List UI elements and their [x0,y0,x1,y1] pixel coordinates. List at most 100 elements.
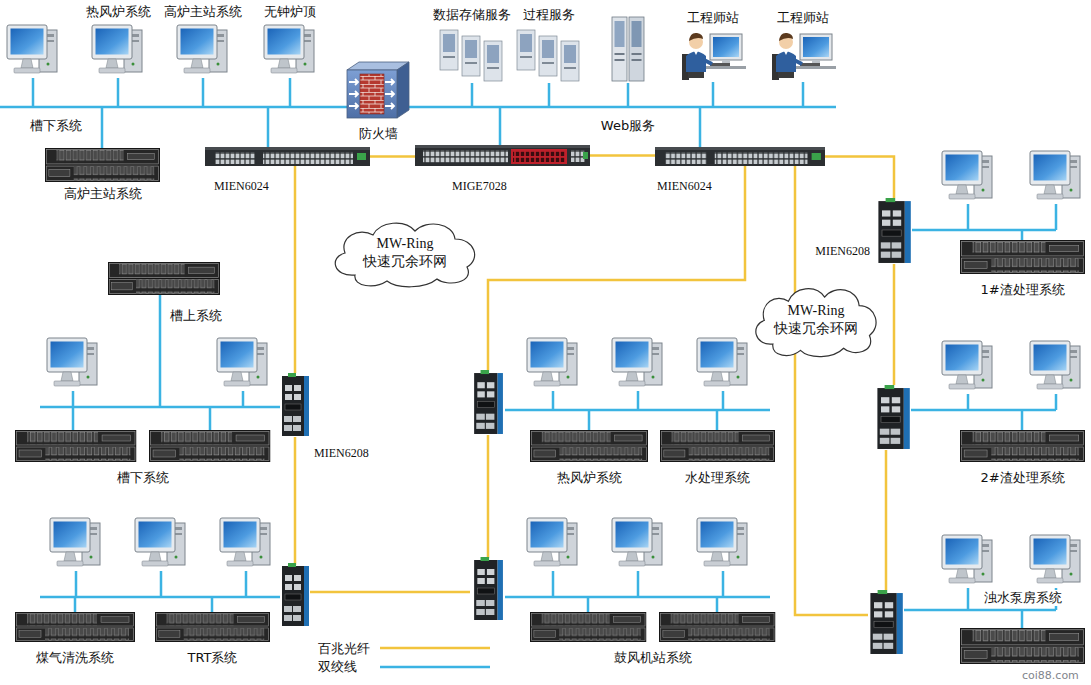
computer-icon [697,338,747,386]
device-label: 热风炉系统 [555,470,624,486]
device-icon [660,430,775,462]
device-shape [655,147,825,166]
device-icon [438,28,506,83]
switch-icon [282,563,309,626]
device-icon [876,198,912,264]
cloud-outline [325,215,485,290]
device-icon [45,148,160,182]
fiber-link [590,154,655,157]
device-shape [960,240,1085,274]
device-icon [960,240,1085,274]
device-label: MIEN6024 [655,178,714,194]
device-shape [92,25,142,73]
bus-line [912,204,1056,240]
legend-sample-line [380,647,490,650]
engineer-station-node: 工程师站 [770,30,836,82]
fiber-link [370,155,415,158]
device-shape [660,430,775,462]
cloud-outline [747,280,885,360]
workstation-node: 高炉主站系统 [175,22,231,78]
bus-line [911,394,1056,430]
computer-icon [7,25,57,73]
twisted-pair-lines [0,78,1056,667]
device-label: 防火墙 [357,126,400,142]
bus-line [40,295,280,430]
ring-cloud: MW-Ring 快速冗余环网 [747,280,885,360]
bus-line [505,571,770,612]
device-shape [347,62,409,118]
watermark: coi88.com [1022,668,1079,684]
cloud-shape [335,223,474,287]
device-shape [205,147,370,166]
server-rack-node: 鼓风机站系统 [530,612,775,642]
fiber-link [825,157,894,199]
switch-node: MIGE7028 [415,145,590,166]
device-shape [659,612,776,642]
ring-cloud: MW-Ring 快速冗余环网 [325,215,485,290]
device-label: 煤气清洗系统 [34,650,116,666]
bus-label: 槽下系统 [30,118,82,134]
computer-icon [942,535,992,583]
server-rack-node: 煤气清洗系统 [15,612,135,642]
computer-icon [942,341,992,389]
device-shape [15,612,135,642]
device-label: MIEN6024 [212,178,271,194]
device-icon [770,30,836,82]
device-label: 无钟炉顶 [262,4,318,20]
device-label: 过程服务 [521,7,577,23]
device-label: 2#渣处理系统 [978,470,1066,486]
legend-label: 双绞线 [318,659,357,675]
bus-line [0,78,836,148]
server-rack-node: 1#渣处理系统 [960,240,1085,274]
switch-node: MIEN6208 [280,373,310,437]
computer-icon [50,518,100,566]
device-label: Web服务 [599,118,657,134]
server-node: 数据存储服务 [438,28,506,83]
device-icon [415,145,590,166]
cloud-shape [756,289,876,357]
device-shape [440,30,502,81]
server-rack-node: 槽下系统 [15,430,270,462]
device-shape [108,262,220,295]
device-icon [530,612,647,642]
computer-icon [217,338,267,386]
device-shape [155,612,270,642]
device-icon [960,430,1085,462]
device-icon [90,22,146,78]
device-shape [960,430,1085,462]
ring-label: MW-Ring 快速冗余环网 [355,235,455,271]
computer-icon [1030,341,1080,389]
device-icon [155,612,270,642]
device-label: 鼓风机站系统 [612,650,694,666]
switch-node: MIEN6024 [655,147,825,166]
device-label: 高炉主站系统 [162,4,244,20]
device-icon [530,430,648,462]
device-label: 工程师站 [775,10,831,26]
device-icon [205,147,370,166]
device-icon [960,628,1085,664]
computer-icon [1030,151,1080,199]
server-rack-node: 浊水泵房系统 [960,628,1085,664]
switch-icon [474,370,503,434]
device-label: 浊水泵房系统 [982,590,1064,606]
device-icon [149,430,271,462]
device-icon [15,430,137,462]
engineer-station-node: 工程师站 [680,30,746,82]
device-shape [960,628,1085,664]
device-label: MIEN6208 [312,445,371,461]
computer-icon [612,338,662,386]
server-rack-node: 水处理系统 [660,430,775,462]
device-shape [282,373,309,436]
device-icon [345,60,411,120]
device-shape [45,148,160,182]
device-label: 数据存储服务 [431,7,513,23]
computer-icon [135,518,185,566]
switch-node: MIEN6024 [205,147,370,166]
device-icon [15,612,135,642]
computer-icon [220,518,270,566]
device-icon [655,147,825,166]
computer-icon [697,518,747,566]
device-icon [515,28,583,83]
